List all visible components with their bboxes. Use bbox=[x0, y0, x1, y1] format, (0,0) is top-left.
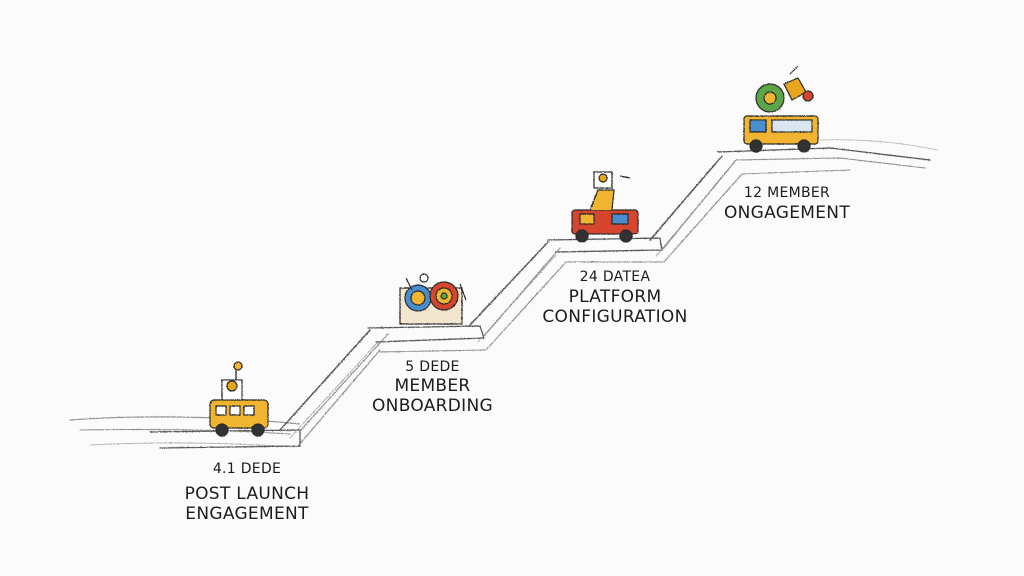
stage-label-platform-configuration: 24 DATEA PLATFORM CONFIGURATION bbox=[540, 270, 690, 326]
stage-label-member-engagement: 12 MEMBER ONGAGEMENT bbox=[722, 186, 852, 222]
stage-subtitle: ONBOARDING bbox=[372, 396, 493, 416]
stage-subtitle: ENGAGEMENT bbox=[185, 504, 309, 524]
stage-label-post-launch: 4.1 DEDE POST LAUNCH ENGAGEMENT bbox=[182, 462, 312, 523]
stage-number: 4.1 DEDE bbox=[212, 461, 282, 477]
stage-title: MEMBER bbox=[394, 376, 471, 396]
stage-title: ONGAGEMENT bbox=[723, 203, 851, 223]
stage-subtitle: CONFIGURATION bbox=[542, 307, 688, 327]
truck-icon bbox=[743, 65, 819, 153]
staircase-path bbox=[69, 139, 939, 449]
stage-title: PLATFORM bbox=[568, 287, 662, 307]
stage-title: POST LAUNCH bbox=[184, 484, 310, 504]
stage-number: 24 DATEA bbox=[579, 269, 651, 285]
cart-icon bbox=[571, 171, 639, 243]
bus-icon bbox=[209, 361, 269, 437]
stage-number: 5 DEDE bbox=[405, 359, 460, 375]
stage-label-member-onboarding: 5 DEDE MEMBER ONBOARDING bbox=[370, 360, 495, 415]
target-badge-icon bbox=[399, 273, 467, 325]
stage-number: 12 MEMBER bbox=[743, 185, 831, 201]
